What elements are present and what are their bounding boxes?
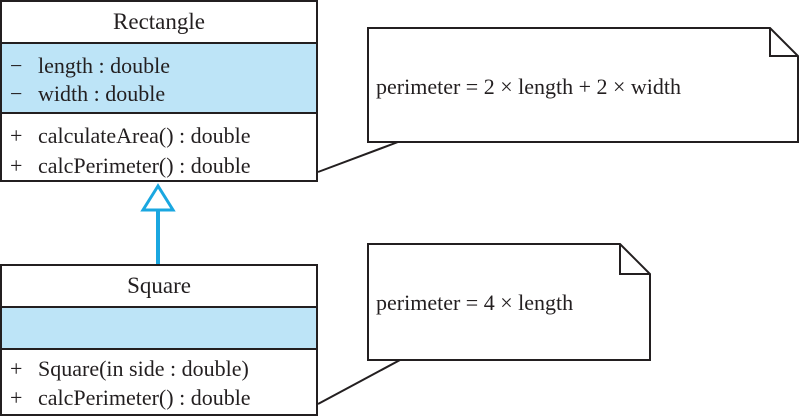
square-operations: + Square(in side : double) + calcPerimeter… [2, 350, 316, 412]
rectangle-attributes: −length : double −width : double [2, 44, 316, 114]
square-note-link [317, 359, 401, 405]
rectangle-note-shape [367, 27, 799, 143]
rectangle-operations: + calculateArea() : double + calcPerimeter… [2, 114, 316, 181]
rectangle-note-text: perimeter = 2 × length + 2 × width [376, 74, 682, 99]
rectangle-attribute-length: −length : double [2, 52, 316, 80]
rectangle-attribute-width: −width : double [2, 80, 316, 108]
rectangle-class-name: Rectangle [2, 2, 316, 44]
visibility-public-symbol: + [10, 153, 23, 178]
rectangle-note-fold [769, 28, 798, 57]
square-attributes [2, 308, 316, 350]
visibility-public-symbol: + [10, 356, 23, 381]
visibility-private-symbol: − [10, 53, 23, 78]
rectangle-note-link [317, 141, 399, 173]
attribute-text: length : double [38, 53, 170, 78]
square-note-text: perimeter = 4 × length [376, 290, 574, 315]
operation-text: calcPerimeter() : double [38, 385, 251, 410]
rectangle-class: Rectangle −length : double −width : doub… [0, 0, 318, 182]
square-class-name: Square [2, 266, 316, 308]
inheritance-arrowhead [140, 183, 176, 212]
square-operation-constructor: + Square(in side : double) [2, 354, 316, 383]
square-note-shape [367, 243, 651, 361]
rectangle-operation-calc-perimeter: + calcPerimeter() : double [2, 151, 316, 181]
square-note-fold [619, 244, 650, 275]
operation-text: Square(in side : double) [38, 356, 249, 381]
attribute-text: width : double [38, 81, 166, 106]
visibility-private-symbol: − [10, 81, 23, 106]
visibility-public-symbol: + [10, 385, 23, 410]
rectangle-operation-calculate-area: + calculateArea() : double [2, 121, 316, 151]
square-class: Square + Square(in side : double) + calcPe… [0, 264, 318, 416]
operation-text: calcPerimeter() : double [38, 153, 251, 178]
square-operation-calc-perimeter: + calcPerimeter() : double [2, 383, 316, 412]
visibility-public-symbol: + [10, 123, 23, 148]
operation-text: calculateArea() : double [38, 123, 251, 148]
